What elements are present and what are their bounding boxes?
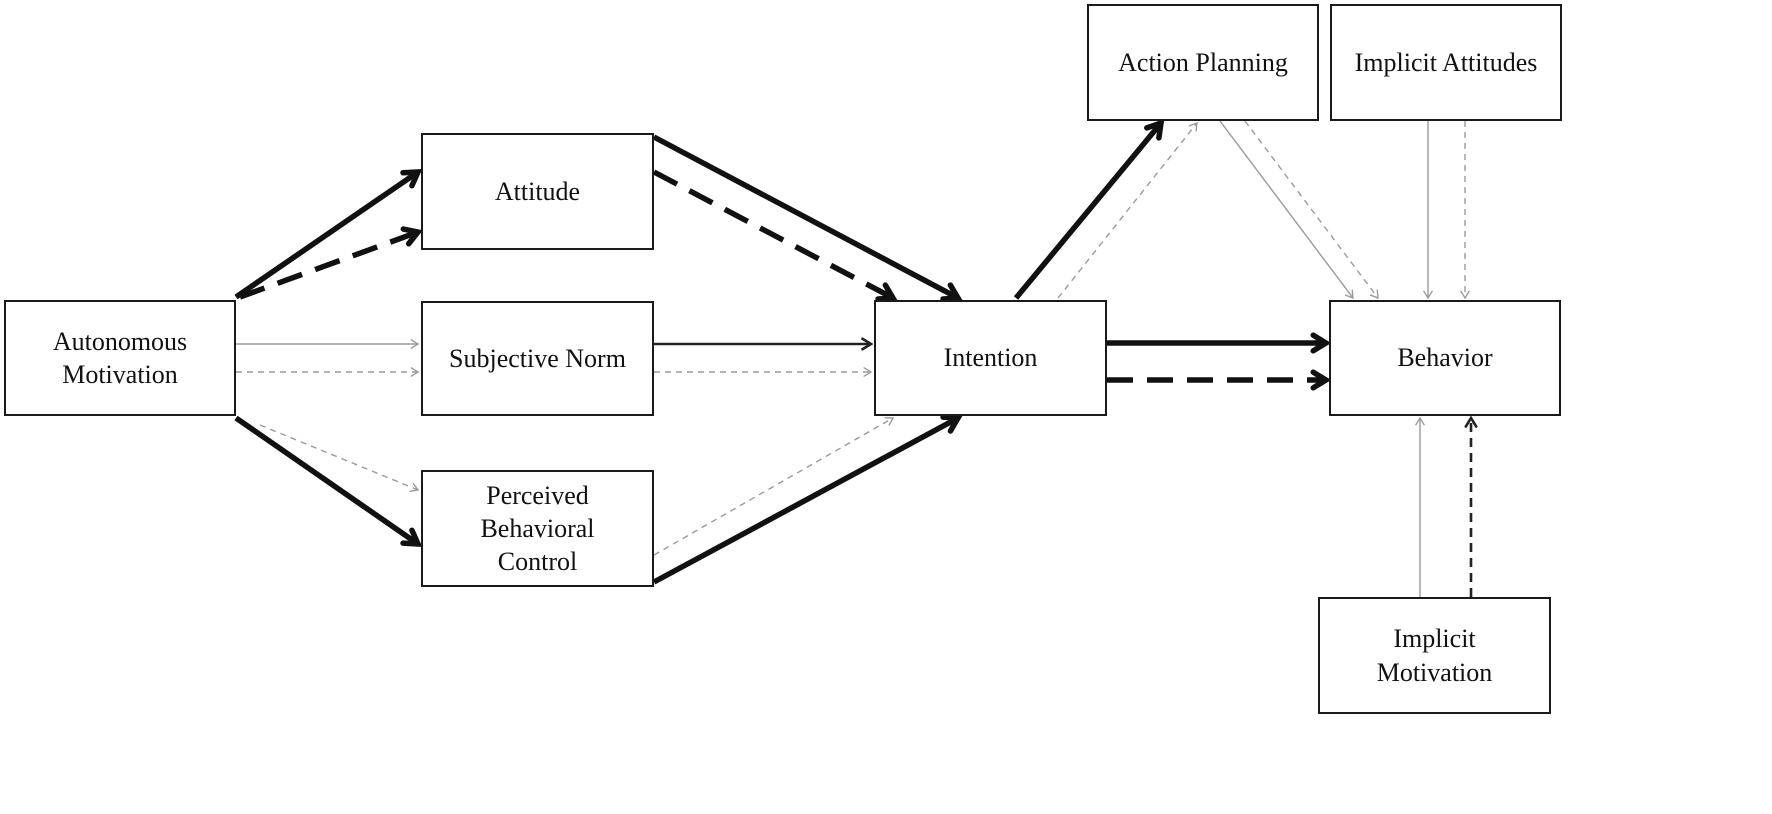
edge-attitude-to-intention-solid [652,134,963,302]
edge-intention-to-action-planning-solid [1013,118,1165,300]
edge-implicit-motivation-to-behavior-solid [1415,416,1425,597]
arrowhead [863,367,873,377]
node-label: Implicit Motivation [1376,624,1493,687]
arrowhead [1310,369,1332,391]
node-label: Behavior [1397,343,1493,373]
arrowhead [410,367,420,377]
arrowhead [1423,290,1433,300]
edge-autonomous-motivation-to-attitude-dashed [239,226,423,300]
arrowhead [1464,415,1478,428]
arrowhead [884,417,895,426]
edge-implicit-motivation-to-behavior-dashed [1464,415,1478,597]
edge-autonomous-motivation-to-attitude-solid [234,169,423,300]
node-label: Perceived Behavioral Control [480,480,595,577]
arrowhead [410,339,420,349]
node-action-planning: Action Planning [1087,4,1319,121]
edge-autonomous-motivation-to-perceived-behavioral-control-dashed [259,424,420,492]
arrowhead [940,282,963,302]
arrowhead [400,169,423,189]
edge-perceived-behavioral-control-to-intention-dashed [653,417,895,556]
edge-intention-to-behavior-dashed [1107,369,1332,391]
edge-subjective-norm-to-intention-dashed [654,367,873,377]
arrowhead [1188,121,1198,132]
edge-action-planning-to-behavior-solid [1219,120,1354,300]
arrowhead [1310,332,1332,354]
node-autonomous-motivation: Autonomous Motivation [4,300,236,416]
arrowhead [1144,118,1165,141]
arrowhead [940,414,963,434]
edge-implicit-attitudes-to-behavior-dashed [1460,121,1470,300]
edge-autonomous-motivation-to-subjective-norm-solid [236,339,420,349]
edge-subjective-norm-to-intention-solid [654,337,874,351]
edge-intention-to-behavior-solid [1107,332,1332,354]
arrowhead [1415,416,1425,426]
edge-autonomous-motivation-to-subjective-norm-dashed [236,367,420,377]
node-behavior: Behavior [1329,300,1561,416]
edge-autonomous-motivation-to-perceived-behavioral-control-solid [234,415,423,547]
node-intention: Intention [874,300,1107,416]
node-label: Subjective Norm [449,343,626,373]
node-label: Action Planning [1118,47,1288,77]
edge-action-planning-to-behavior-dashed [1244,120,1379,300]
arrowhead [875,282,898,302]
node-subjective-norm: Subjective Norm [421,301,654,416]
arrowhead [861,337,874,351]
arrowhead [1369,289,1379,300]
node-label: Implicit Attitudes [1354,47,1538,77]
edge-layer [234,118,1478,597]
node-attitude: Attitude [421,133,654,250]
edge-intention-to-action-planning-dashed [1057,121,1198,299]
arrowhead [400,226,423,247]
edge-implicit-attitudes-to-behavior-solid [1423,121,1433,300]
node-label: Attitude [494,176,581,206]
node-implicit-attitudes: Implicit Attitudes [1330,4,1562,121]
arrowhead [1460,290,1470,300]
node-implicit-motivation: Implicit Motivation [1318,597,1551,714]
node-label: Autonomous Motivation [52,326,188,389]
node-perceived-behavioral-control: Perceived Behavioral Control [421,470,654,587]
edge-perceived-behavioral-control-to-intention-solid [652,414,963,585]
edge-attitude-to-intention-dashed [652,169,898,302]
arrowhead [409,482,420,492]
arrowhead [400,527,423,547]
node-label: Intention [943,343,1038,373]
arrowhead [1344,289,1354,300]
